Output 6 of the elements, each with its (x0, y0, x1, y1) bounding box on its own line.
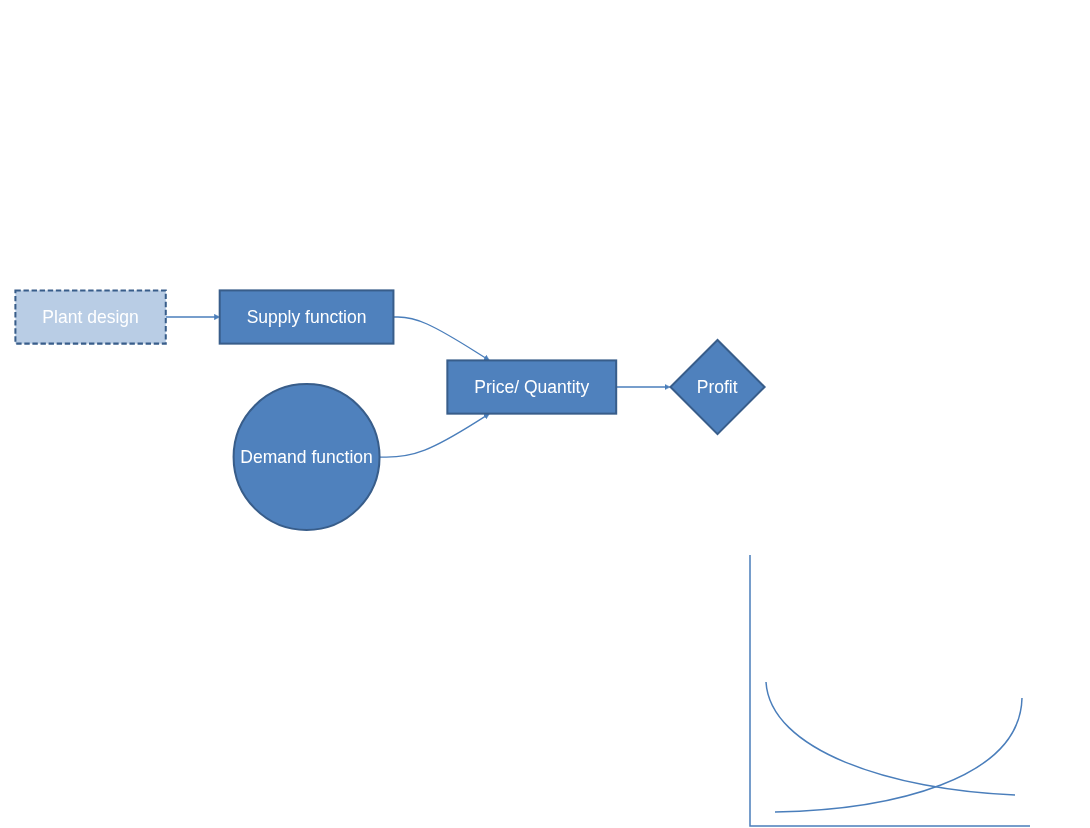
node-box: Supply function (218, 289, 395, 345)
node-circle: Demand function (232, 382, 381, 531)
arrow (165, 313, 220, 320)
node-box: Price/ Quantity (446, 359, 618, 415)
node-box: Plant design (14, 289, 167, 345)
node-diamond: Profit (669, 338, 767, 436)
